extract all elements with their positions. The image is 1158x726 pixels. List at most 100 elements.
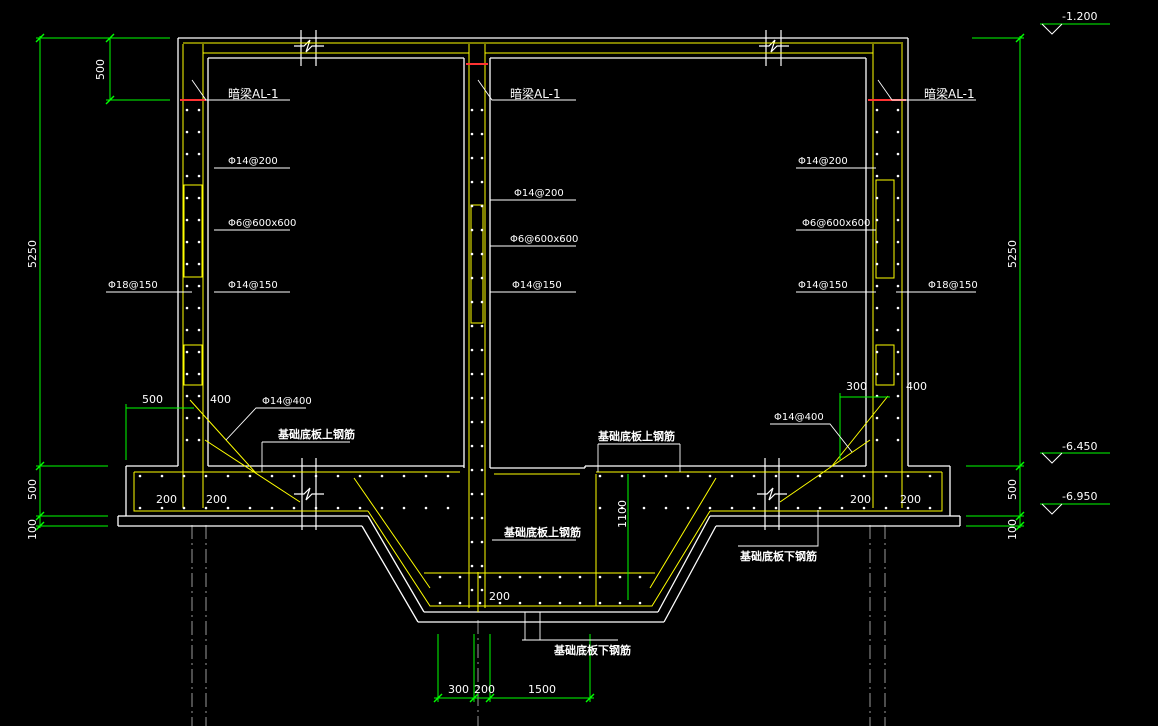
rebar-dot: [480, 108, 484, 112]
rebar-dot: [928, 474, 932, 478]
rebar-dot: [558, 575, 562, 579]
rebar-label-right-d6: Φ6@600x600: [802, 218, 870, 229]
rebar-dot: [642, 474, 646, 478]
rebar-dot: [518, 601, 522, 605]
rebar-dot: [896, 240, 900, 244]
note-base-top-right: 基础底板上钢筋: [597, 429, 675, 443]
rebar-dot: [480, 564, 484, 568]
rebar-lines: [133, 42, 943, 612]
rebar-dot: [598, 601, 602, 605]
rebar-label-right-d14-400: Φ14@400: [774, 412, 824, 423]
rebar-dot: [480, 540, 484, 544]
rebar-dot: [664, 506, 668, 510]
rebar-dot: [470, 252, 474, 256]
rebar-dot: [480, 324, 484, 328]
rebar-dot: [896, 350, 900, 354]
rebar-dot: [292, 474, 296, 478]
rebar-dot: [160, 506, 164, 510]
rebar-dot: [470, 348, 474, 352]
rebar-dot: [730, 474, 734, 478]
rebar-dot: [470, 492, 474, 496]
dim-right-500: 500: [1006, 479, 1019, 500]
rebar-dot: [470, 108, 474, 112]
rebar-dot: [470, 228, 474, 232]
rebar-dot: [226, 506, 230, 510]
rebar-dot: [862, 506, 866, 510]
rebar-dot: [638, 575, 642, 579]
beam-label-right: 暗梁AL-1: [924, 86, 975, 101]
rebar-dot: [752, 474, 756, 478]
rebar-dot: [402, 506, 406, 510]
rebar-dot: [185, 196, 189, 200]
rebar-dot: [875, 306, 879, 310]
rebar-label-mid-d14-200: Φ14@200: [514, 188, 564, 199]
rebar-label-left-d6: Φ6@600x600: [228, 218, 296, 229]
rebar-dot: [906, 506, 910, 510]
rebar-dot: [774, 474, 778, 478]
rebar-dot: [185, 240, 189, 244]
rebar-dot: [470, 180, 474, 184]
rebar-dot: [197, 262, 201, 266]
dim-left-500-top: 500: [94, 59, 107, 80]
rebar-dot: [896, 328, 900, 332]
rebar-dot: [896, 394, 900, 398]
centerlines: [191, 525, 886, 726]
rebar-dot: [438, 575, 442, 579]
rebar-dot: [875, 262, 879, 266]
rebar-dot: [480, 276, 484, 280]
rebar-dot: [197, 328, 201, 332]
rebar-dot: [478, 601, 482, 605]
rebar-dot: [896, 218, 900, 222]
rebar-dot: [458, 575, 462, 579]
rebar-dot: [840, 474, 844, 478]
rebar-dot: [470, 396, 474, 400]
rebar-dot: [380, 474, 384, 478]
rebar-dot: [642, 506, 646, 510]
rebar-dot: [875, 350, 879, 354]
rebar-dot: [185, 306, 189, 310]
rebar-dot: [558, 601, 562, 605]
rebar-dot: [875, 196, 879, 200]
dim-wall-left-200a: 200: [156, 493, 177, 506]
rebar-dot: [185, 262, 189, 266]
rebar-dot: [292, 506, 296, 510]
rebar-dot: [197, 174, 201, 178]
elevation-label-bottom: -6.950: [1062, 490, 1097, 503]
rebar-dot: [578, 575, 582, 579]
rebar-dot: [598, 575, 602, 579]
rebar-dot: [446, 474, 450, 478]
rebar-dot: [774, 506, 778, 510]
rebar-dot: [664, 474, 668, 478]
rebar-dot: [197, 152, 201, 156]
rebar-dot: [424, 506, 428, 510]
rebar-dot: [818, 474, 822, 478]
rebar-dot: [896, 130, 900, 134]
rebar-dot: [686, 474, 690, 478]
rebar-dot: [336, 474, 340, 478]
rebar-dot: [197, 394, 201, 398]
rebar-dot: [480, 444, 484, 448]
dim-left-100: 100: [26, 519, 39, 540]
rebar-dot: [896, 152, 900, 156]
dim-wall-right-200b: 200: [900, 493, 921, 506]
rebar-dot: [185, 174, 189, 178]
dim-pit-200: 200: [489, 590, 510, 603]
note-base-bottom-right: 基础底板下钢筋: [739, 549, 817, 563]
rebar-dot: [708, 506, 712, 510]
rebar-dot: [896, 416, 900, 420]
concrete-outline: [117, 37, 961, 623]
rebar-dot: [896, 438, 900, 442]
rebar-dot: [358, 474, 362, 478]
rebar-dot: [197, 416, 201, 420]
rebar-dot: [638, 601, 642, 605]
rebar-dot: [470, 468, 474, 472]
rebar-dot: [730, 506, 734, 510]
rebar-label-left-d18-150: Φ18@150: [108, 280, 158, 291]
rebar-dot: [182, 506, 186, 510]
rebar-label-right-d14-150: Φ14@150: [798, 280, 848, 291]
dim-bottom-1500: 1500: [528, 683, 556, 696]
rebar-dot: [896, 372, 900, 376]
dimension-ticks: [35, 33, 1025, 703]
dim-right-5250: 5250: [1006, 240, 1019, 268]
